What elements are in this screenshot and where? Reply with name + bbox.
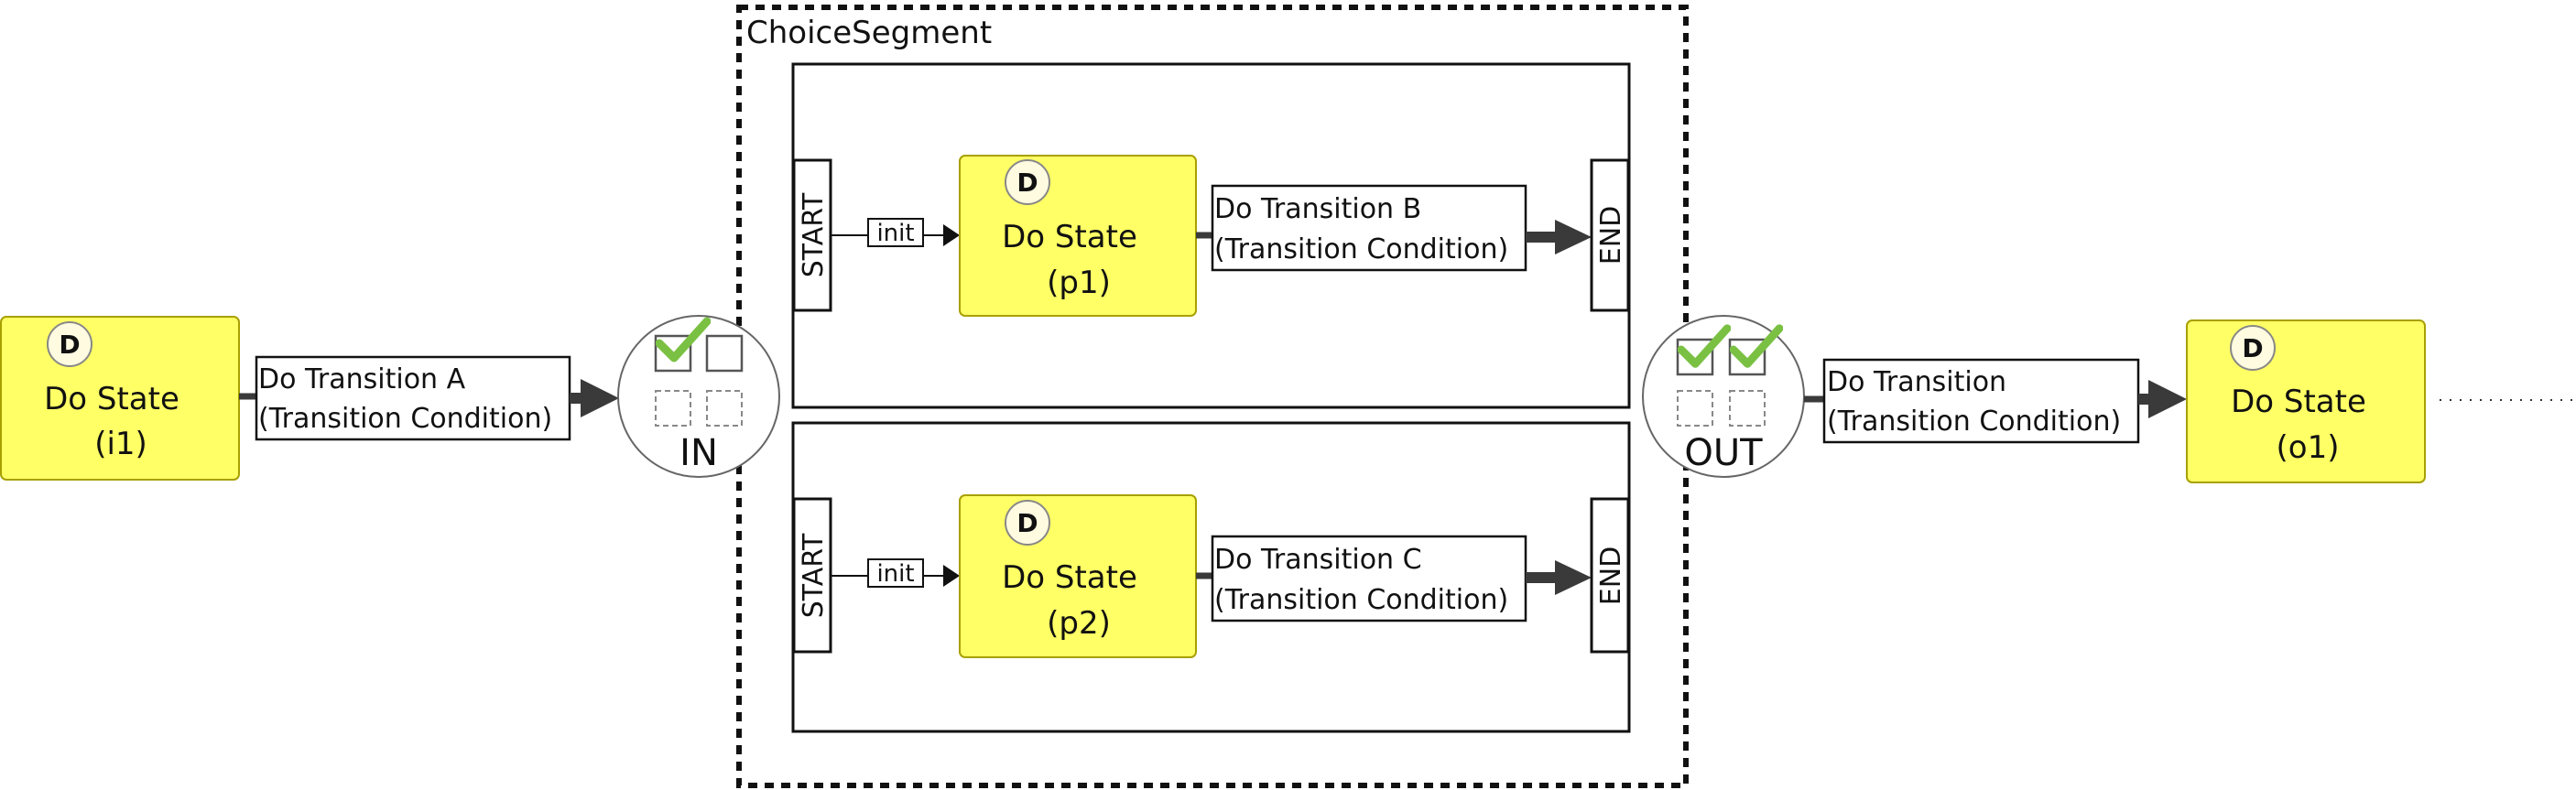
transition-condition: (Transition Condition) [1827, 406, 2121, 438]
state-name: Do State [1002, 559, 1137, 596]
end-label: END [1595, 547, 1627, 606]
state-badge: D [1016, 508, 1038, 538]
gateway-label: OUT [1684, 432, 1763, 474]
init-label-bottom: init [867, 558, 924, 588]
start-bar-bottom[interactable]: START [792, 497, 832, 654]
state-badge: D [2242, 333, 2263, 363]
start-label: START [798, 192, 830, 277]
transition-label: Do Transition [1827, 366, 2006, 398]
init-label-top: init [867, 218, 924, 247]
state-id: (p2) [1047, 605, 1111, 642]
transition-condition: (Transition Condition) [258, 403, 552, 435]
svg-text:init: init [876, 220, 914, 247]
state-p1[interactable]: D Do State (p1) [959, 155, 1197, 317]
checkbox-placeholder [1729, 390, 1766, 427]
end-bar-bottom[interactable]: END [1590, 497, 1630, 654]
state-name: Do State [2231, 384, 2366, 420]
branch-top: START init D Do State (p1) Do Transition… [792, 155, 1630, 317]
state-id: (i1) [94, 426, 147, 462]
branch-bottom: START init D Do State (p2) Do Transition… [792, 494, 1630, 658]
transition-c[interactable]: Do Transition C (Transition Condition) [1211, 535, 1527, 622]
transition-label: Do Transition A [258, 363, 466, 395]
choice-segment-title: ChoiceSegment [746, 15, 992, 51]
svg-text:init: init [876, 560, 914, 588]
state-o1[interactable]: D Do State (o1) [2186, 319, 2426, 483]
transition-label: Do Transition C [1214, 544, 1422, 576]
state-badge: D [1016, 168, 1038, 198]
state-id: (p1) [1047, 265, 1111, 301]
in-gateway[interactable]: IN [617, 315, 780, 478]
end-label: END [1595, 206, 1627, 265]
end-bar-top[interactable]: END [1590, 158, 1630, 312]
transition-a[interactable]: Do Transition A (Transition Condition) [255, 355, 571, 441]
state-p2[interactable]: D Do State (p2) [959, 494, 1197, 658]
start-label: START [798, 533, 830, 618]
choice-segment-border [736, 5, 1689, 788]
checkbox-placeholder [1677, 390, 1713, 427]
start-bar-top[interactable]: START [792, 158, 832, 312]
transition-out[interactable]: Do Transition (Transition Condition) [1822, 358, 2140, 444]
state-badge: D [59, 330, 80, 360]
state-name: Do State [1002, 219, 1137, 255]
do-badge-icon [47, 321, 92, 367]
state-id: (o1) [2277, 429, 2340, 466]
do-badge-icon [2230, 325, 2276, 371]
state-i1[interactable]: D Do State (i1) [0, 316, 240, 481]
do-badge-icon [1005, 159, 1050, 205]
gateway-label: IN [679, 432, 718, 474]
state-name: Do State [44, 381, 179, 417]
checkbox-placeholder [655, 390, 691, 427]
do-badge-icon [1005, 500, 1050, 546]
transition-condition: (Transition Condition) [1214, 233, 1508, 265]
checkbox-empty [705, 334, 744, 373]
transition-label: Do Transition B [1214, 193, 1421, 225]
checkbox-placeholder [706, 390, 743, 427]
out-gateway[interactable]: OUT [1642, 315, 1805, 478]
transition-b[interactable]: Do Transition B (Transition Condition) [1211, 184, 1527, 272]
choice-segment: ChoiceSegment [736, 5, 1689, 788]
transition-condition: (Transition Condition) [1214, 584, 1508, 616]
